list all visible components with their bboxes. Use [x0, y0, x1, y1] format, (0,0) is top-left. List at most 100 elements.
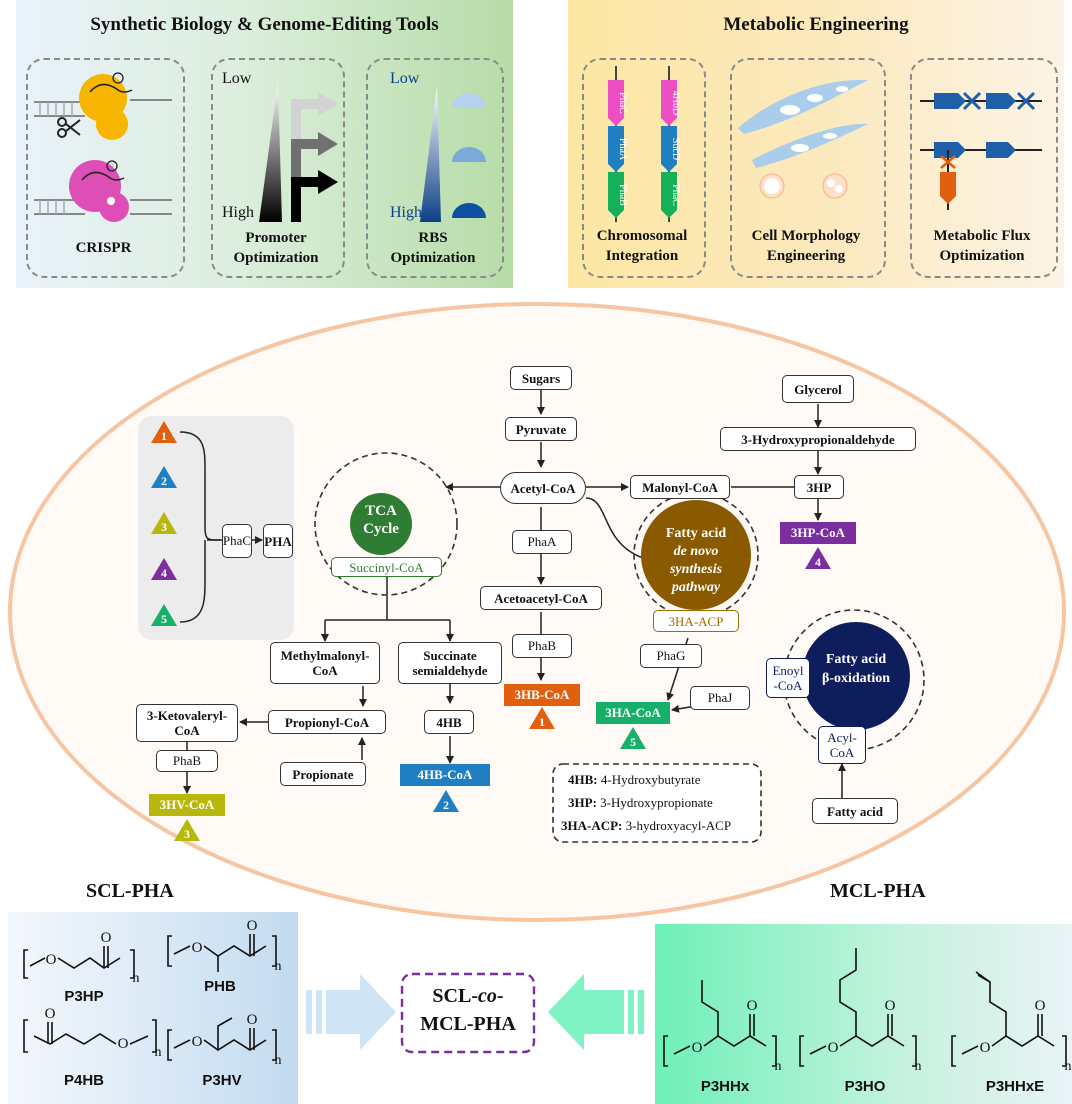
subscript-n-2: n: [133, 971, 140, 986]
subscript-n-11: n: [275, 1053, 282, 1068]
oxygen-label-7: O: [45, 1006, 56, 1022]
fa-denovo-label-2: de novo: [673, 544, 719, 559]
enzyme-phaa: PhaA: [512, 530, 572, 554]
enzyme-phac: PhaC: [222, 524, 252, 558]
fa-beta-dashed: [783, 609, 925, 751]
legend-desc-3: 3-hydroxyacyl-ACP: [625, 818, 732, 833]
polymer-p3ho: P3HO: [844, 1078, 886, 1095]
rbs-label-2: Optimization: [390, 250, 476, 266]
polymer-p3hv: P3HV: [202, 1072, 242, 1089]
crispr-box: [26, 58, 185, 278]
node-methylmalonyl-coa: Methylmalonyl- CoA: [270, 642, 380, 684]
polymer-p4hb: P4HB: [63, 1072, 104, 1089]
node-3hp-coa: 3HP-CoA: [780, 522, 856, 544]
legend-row-3: 3HA-ACP: 3-hydroxyacyl-ACP: [561, 818, 731, 834]
node-malonyl-coa: Malonyl-CoA: [630, 475, 730, 499]
enzyme-phab-1: PhaB: [512, 634, 572, 658]
pha-synthesis-box: [138, 416, 294, 640]
fa-denovo-label-1: Fatty acid: [665, 526, 727, 541]
legend-row-2: 3HP: 3-Hydroxypropionate: [568, 795, 713, 811]
oxygen-label-9: O: [192, 1034, 203, 1050]
subscript-n-14: n: [775, 1059, 782, 1074]
copolymer-co: co: [478, 985, 497, 1007]
polymer-p3hp: P3HP: [64, 988, 104, 1005]
enzyme-phag: PhaG: [640, 644, 702, 668]
enzyme-phab-2: PhaB: [156, 750, 218, 772]
chromosome-icon: PhaC PhaA PhaB 4HbD SucD PhaC: [608, 66, 681, 222]
triangle-marker-1: [529, 707, 555, 729]
node-succinyl-coa: Succinyl-CoA: [331, 557, 442, 577]
promoter-box: [211, 58, 345, 278]
oxygen-label-0: O: [46, 952, 57, 968]
crispr-label: CRISPR: [75, 240, 132, 256]
morphology-box: [730, 58, 886, 278]
tca-label-1: TCA: [365, 503, 397, 519]
gene-sucd: SucD: [670, 138, 681, 160]
oxygen-label-1: O: [101, 930, 112, 946]
legend-desc-2: 3-Hydroxypropionate: [600, 795, 713, 810]
rbs-high: High: [390, 204, 422, 221]
subscript-n-17: n: [915, 1059, 922, 1074]
fa-denovo: [641, 500, 751, 610]
node-3hb-coa: 3HB-CoA: [504, 684, 580, 706]
tca-dashed: [314, 452, 458, 596]
synbio-title: Synthetic Biology & Genome-Editing Tools: [90, 14, 439, 35]
node-hydroxypropionaldehyde: 3-Hydroxypropionaldehyde: [720, 427, 916, 451]
gene-phaa: PhaA: [617, 138, 628, 161]
node-3-ketovaleryl-coa: 3-Ketovaleryl- CoA: [136, 704, 238, 742]
polymer-phb: PHB: [204, 978, 236, 995]
promoter-arrows-icon: [291, 92, 338, 222]
copolymer-label: SCL-co- MCL-PHA: [402, 982, 534, 1038]
node-4hb-coa: 4HB-CoA: [400, 764, 490, 786]
triangle-marker-4: [151, 558, 177, 580]
triangle-marker-2: [151, 466, 177, 488]
node-succinate-semialdehyde: Succinate semialdehyde: [398, 642, 502, 684]
oxygen-label-15: O: [828, 1040, 839, 1056]
chromosomal-label-2: Integration: [605, 248, 679, 264]
subscript-n-8: n: [155, 1045, 162, 1060]
triangle-label-4: 4: [161, 566, 167, 580]
rbs-gradient: [420, 86, 441, 222]
node-3hp: 3HP: [794, 475, 844, 499]
copolymer-line1c: -: [496, 985, 504, 1007]
acyl-coa-line2: CoA: [829, 745, 855, 760]
node-3ha-acp: 3HA-ACP: [653, 610, 739, 632]
triangle-marker-5: [620, 727, 646, 749]
fa-denovo-label-4: pathway: [671, 580, 721, 595]
promoter-gradient: [259, 82, 282, 222]
top-graphics: PhaC PhaA PhaB 4HbD SucD PhaC: [34, 66, 1042, 222]
methylmalonyl-line1: Methylmalonyl-: [280, 648, 370, 663]
copolymer-line1a: SCL-: [432, 985, 478, 1007]
flux-label-1: Metabolic Flux: [933, 228, 1031, 244]
node-pha: PHA: [263, 524, 293, 558]
subscript-n-5: n: [275, 959, 282, 974]
node-3ha-coa: 3HA-CoA: [596, 702, 670, 724]
fa-beta-label-1: Fatty acid: [825, 652, 887, 667]
triangle-label-3: 3: [161, 520, 167, 534]
triangle-marker-1: [151, 421, 177, 443]
node-propionyl-coa: Propionyl-CoA: [268, 710, 386, 734]
promoter-label-1: Promoter: [245, 230, 307, 246]
triangle-label-5: 5: [630, 735, 636, 749]
triangle-marker-5: [151, 604, 177, 626]
flux-label-2: Optimization: [939, 248, 1025, 264]
cas9-icon: [79, 72, 133, 140]
promoter-label-2: Optimization: [233, 250, 319, 266]
copolymer-line2: MCL-PHA: [420, 1013, 516, 1035]
legend-row-1: 4HB: 4-Hydroxybutyrate: [568, 772, 701, 788]
scl-pha-title: SCL-PHA: [86, 880, 174, 902]
methylmalonyl-line2: CoA: [312, 663, 338, 678]
node-propionate: Propionate: [280, 762, 366, 786]
legend-box: [552, 763, 762, 843]
succinate-line1: Succinate: [423, 648, 477, 663]
metabolic-title: Metabolic Engineering: [723, 14, 909, 35]
flux-box: [910, 58, 1058, 278]
node-acyl-coa: Acyl- CoA: [818, 726, 866, 764]
gene-phac-2: PhaC: [670, 184, 681, 206]
oxygen-label-16: O: [885, 998, 896, 1014]
morphology-label-2: Engineering: [766, 248, 846, 264]
enzyme-phaj: PhaJ: [690, 686, 750, 710]
triangle-label-4: 4: [815, 555, 821, 569]
